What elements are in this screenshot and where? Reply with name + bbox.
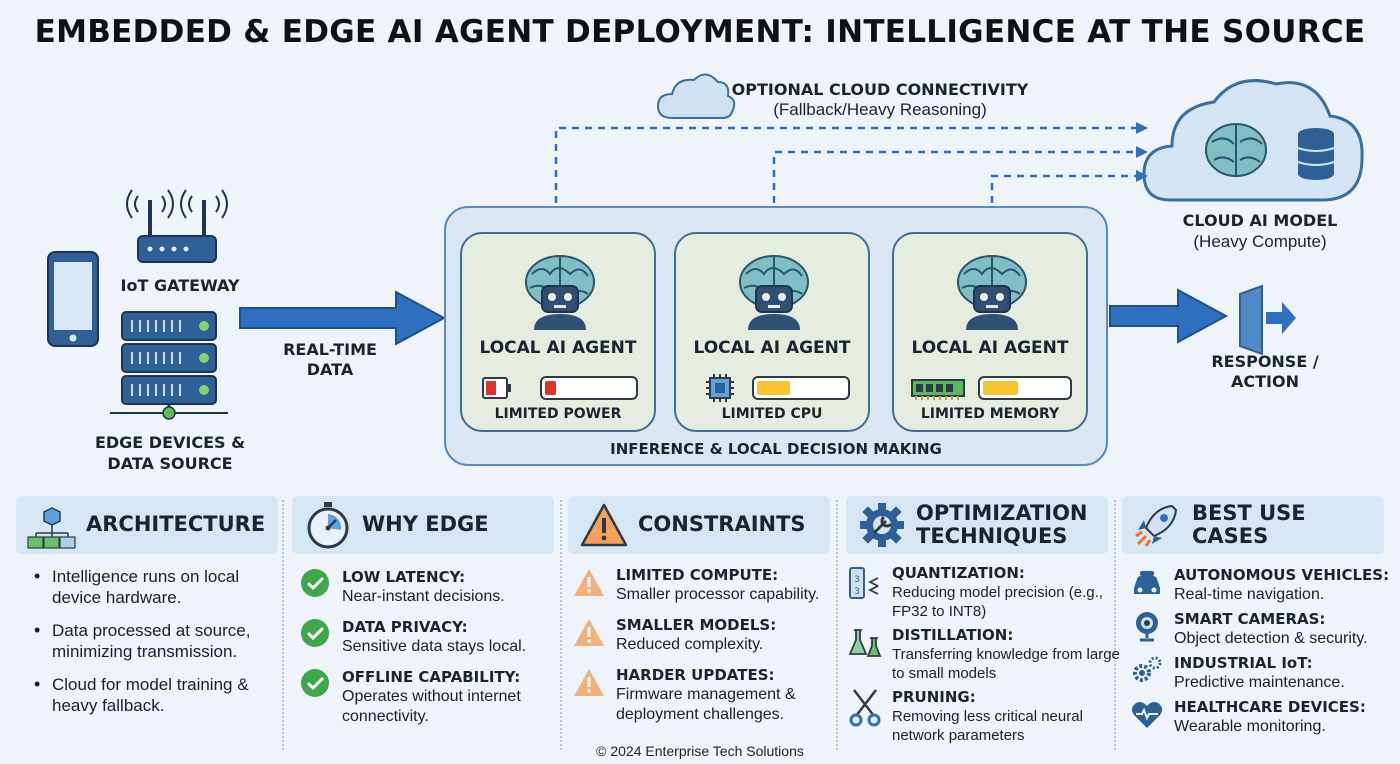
meter-fill (545, 381, 556, 395)
edge-devices-label: EDGE DEVICES & DATA SOURCE (94, 433, 246, 473)
footer-copyright: © 2024 Enterprise Tech Solutions (596, 743, 804, 759)
exit-action-icon (1239, 284, 1296, 356)
list-item: Data processed at source, minimizing tra… (30, 620, 280, 662)
realtime-data-label: REAL-TIME DATA (283, 340, 377, 379)
memory-module-icon (911, 379, 965, 400)
stopwatch-icon (307, 502, 349, 549)
architecture-list: Intelligence runs on local device hardwa… (30, 566, 280, 728)
page-title: EMBEDDED & EDGE AI AGENT DEPLOYMENT: INT… (34, 14, 1366, 50)
response-arrow (1109, 288, 1229, 344)
check-circle-icon (301, 569, 329, 597)
cloud-ai-model-label: CLOUD AI MODEL (Heavy Compute) (1182, 211, 1338, 251)
small-cloud-icon (656, 73, 736, 119)
agent-limit-label: LIMITED CPU (721, 406, 823, 422)
smartphone-icon (47, 251, 99, 347)
scissors-icon (849, 689, 881, 727)
agent-title: LOCAL AI AGENT (479, 338, 637, 358)
flask-icon (848, 629, 882, 657)
rocket-icon (1135, 504, 1178, 547)
svg-text:3: 3 (854, 575, 860, 585)
response-action-label: RESPONSE / ACTION (1211, 352, 1319, 391)
realtime-data-arrow (239, 290, 447, 346)
meter-fill (983, 381, 1018, 395)
list-item: Intelligence runs on local device hardwa… (30, 566, 280, 608)
agent-card-power: LOCAL AI AGENT LIMITED POWER (460, 232, 656, 432)
cpu-chip-icon (706, 374, 734, 402)
panel-title: BEST USE CASES (1192, 500, 1306, 548)
warning-icon (574, 669, 604, 696)
check-circle-icon (301, 619, 329, 647)
camera-icon (1136, 612, 1158, 642)
ai-agent-robot-icon (957, 255, 1027, 331)
optional-cloud-label: OPTIONAL CLOUD CONNECTIVITY (Fallback/He… (731, 80, 1029, 119)
panel-title: WHY EDGE (362, 512, 489, 537)
agent-card-memory: LOCAL AI AGENT LIMITED MEMORY (892, 232, 1088, 432)
power-meter (540, 376, 638, 400)
panel-title: OPTIMIZATION TECHNIQUES (916, 500, 1088, 548)
gear-wrench-icon (860, 503, 904, 547)
car-icon (1134, 571, 1160, 594)
panel-title: ARCHITECTURE (86, 512, 266, 537)
agent-title: LOCAL AI AGENT (693, 338, 851, 358)
agent-limit-label: LIMITED POWER (494, 406, 622, 422)
cloud-ai-model-icon (1142, 79, 1364, 202)
cloud-connection-lines (554, 126, 1138, 216)
agent-card-cpu: LOCAL AI AGENT LIMITED CPU (674, 232, 870, 432)
battery-icon (482, 377, 511, 399)
svg-text:3: 3 (854, 587, 860, 597)
quantization-icon: 3 3 (849, 567, 879, 599)
list-item: Cloud for model training & heavy fallbac… (30, 674, 280, 716)
cpu-meter (752, 376, 850, 400)
agent-limit-label: LIMITED MEMORY (920, 406, 1060, 422)
ai-agent-robot-icon (739, 255, 809, 331)
check-circle-icon (301, 669, 329, 697)
meter-fill (757, 381, 791, 395)
warning-icon (574, 619, 604, 646)
server-stack-icon (110, 311, 228, 420)
heart-pulse-icon (1131, 702, 1163, 728)
agent-title: LOCAL AI AGENT (911, 338, 1069, 358)
iot-gateway-label: IoT GATEWAY (120, 276, 240, 295)
warning-triangle-icon (580, 503, 628, 547)
gears-icon (1133, 656, 1162, 682)
inference-label: INFERENCE & LOCAL DECISION MAKING (610, 440, 942, 458)
router-icon (126, 189, 228, 263)
ai-agent-robot-icon (525, 255, 595, 331)
memory-meter (978, 376, 1072, 400)
panel-title: CONSTRAINTS (638, 512, 806, 537)
hierarchy-blocks-icon (27, 507, 76, 549)
warning-icon (574, 569, 604, 596)
